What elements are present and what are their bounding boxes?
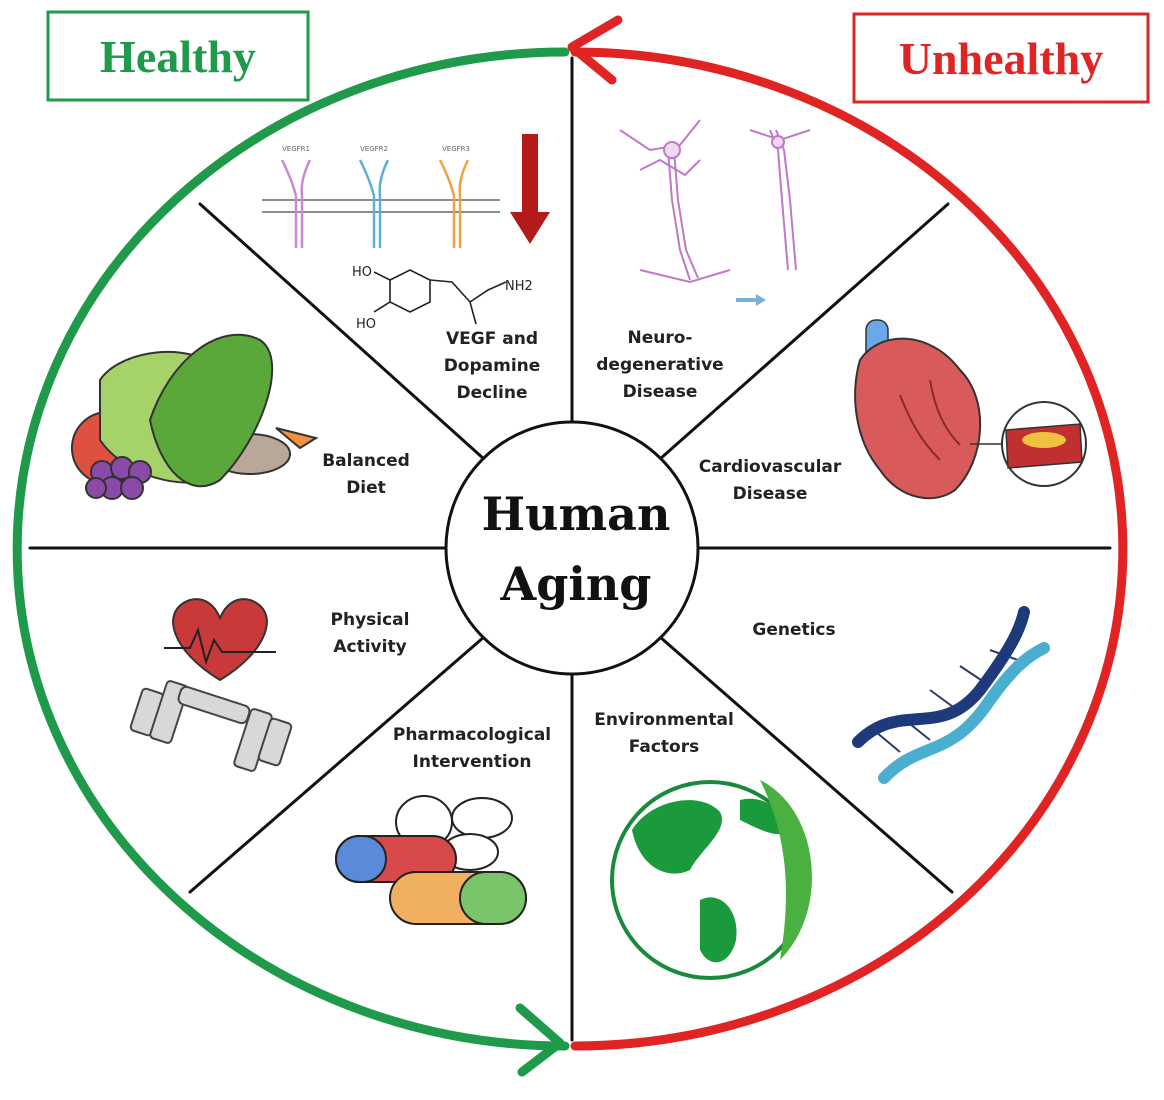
healthy-label: Healthy [100,31,256,82]
vegf-label-line3: Decline [456,383,527,403]
center-circle: Human Aging [444,420,700,676]
neuro-label-line2: degenerative [596,355,723,375]
dopamine-nh2: NH2 [505,279,533,294]
diet-label-line1: Balanced [322,451,410,471]
neuro-label-line3: Disease [623,382,698,402]
dopamine-ho-top: HO [352,265,372,280]
cardio-label-line2: Disease [733,484,808,504]
unhealthy-arc [567,15,1128,1051]
vegf-label-line2: Dopamine [444,356,541,376]
vegf-receptors-icon: VEGFR1 VEGFR2 VEGFR3 [262,145,500,248]
dopamine-ho-bottom: HO [356,317,376,332]
vegetables-icon [71,333,319,500]
vegf-label-line1: VEGF and [446,329,538,349]
physical-label-line2: Activity [333,637,406,657]
unhealthy-label: Unhealthy [899,33,1103,84]
center-title-line2: Aging [500,557,652,611]
dna-helix-icon [852,606,1050,784]
vegfr3-label: VEGFR3 [442,145,470,153]
globe-icon [610,780,813,980]
heart-dumbbell-icon [129,598,293,772]
neuro-label-line1: Neuro- [628,328,693,348]
genetics-label: Genetics [752,620,835,640]
unhealthy-box: Unhealthy [852,12,1150,104]
neuron-icon [619,119,811,284]
physical-label-line1: Physical [331,610,410,630]
anatomical-heart-icon [854,319,982,500]
center-title-line1: Human [482,487,671,541]
pills-icon [335,795,527,925]
diet-label-line2: Diet [346,478,386,498]
healthy-arrowhead [515,1003,565,1077]
dopamine-molecule-icon [373,269,507,325]
segment-dividers [28,56,1112,1042]
pharma-label-line2: Intervention [413,752,532,772]
environment-label-line2: Factors [629,737,699,757]
unhealthy-arrowhead [567,15,623,85]
down-arrow-icon [510,134,550,244]
healthy-arc [12,47,570,1077]
environment-label-line1: Environmental [594,710,734,730]
artery-plaque-icon [970,401,1087,487]
pharma-label-line1: Pharmacological [393,725,551,745]
vegfr1-label: VEGFR1 [282,145,310,153]
cardio-label-line1: Cardiovascular [699,457,842,477]
vegfr2-label: VEGFR2 [360,145,388,153]
healthy-box: Healthy [46,10,310,102]
